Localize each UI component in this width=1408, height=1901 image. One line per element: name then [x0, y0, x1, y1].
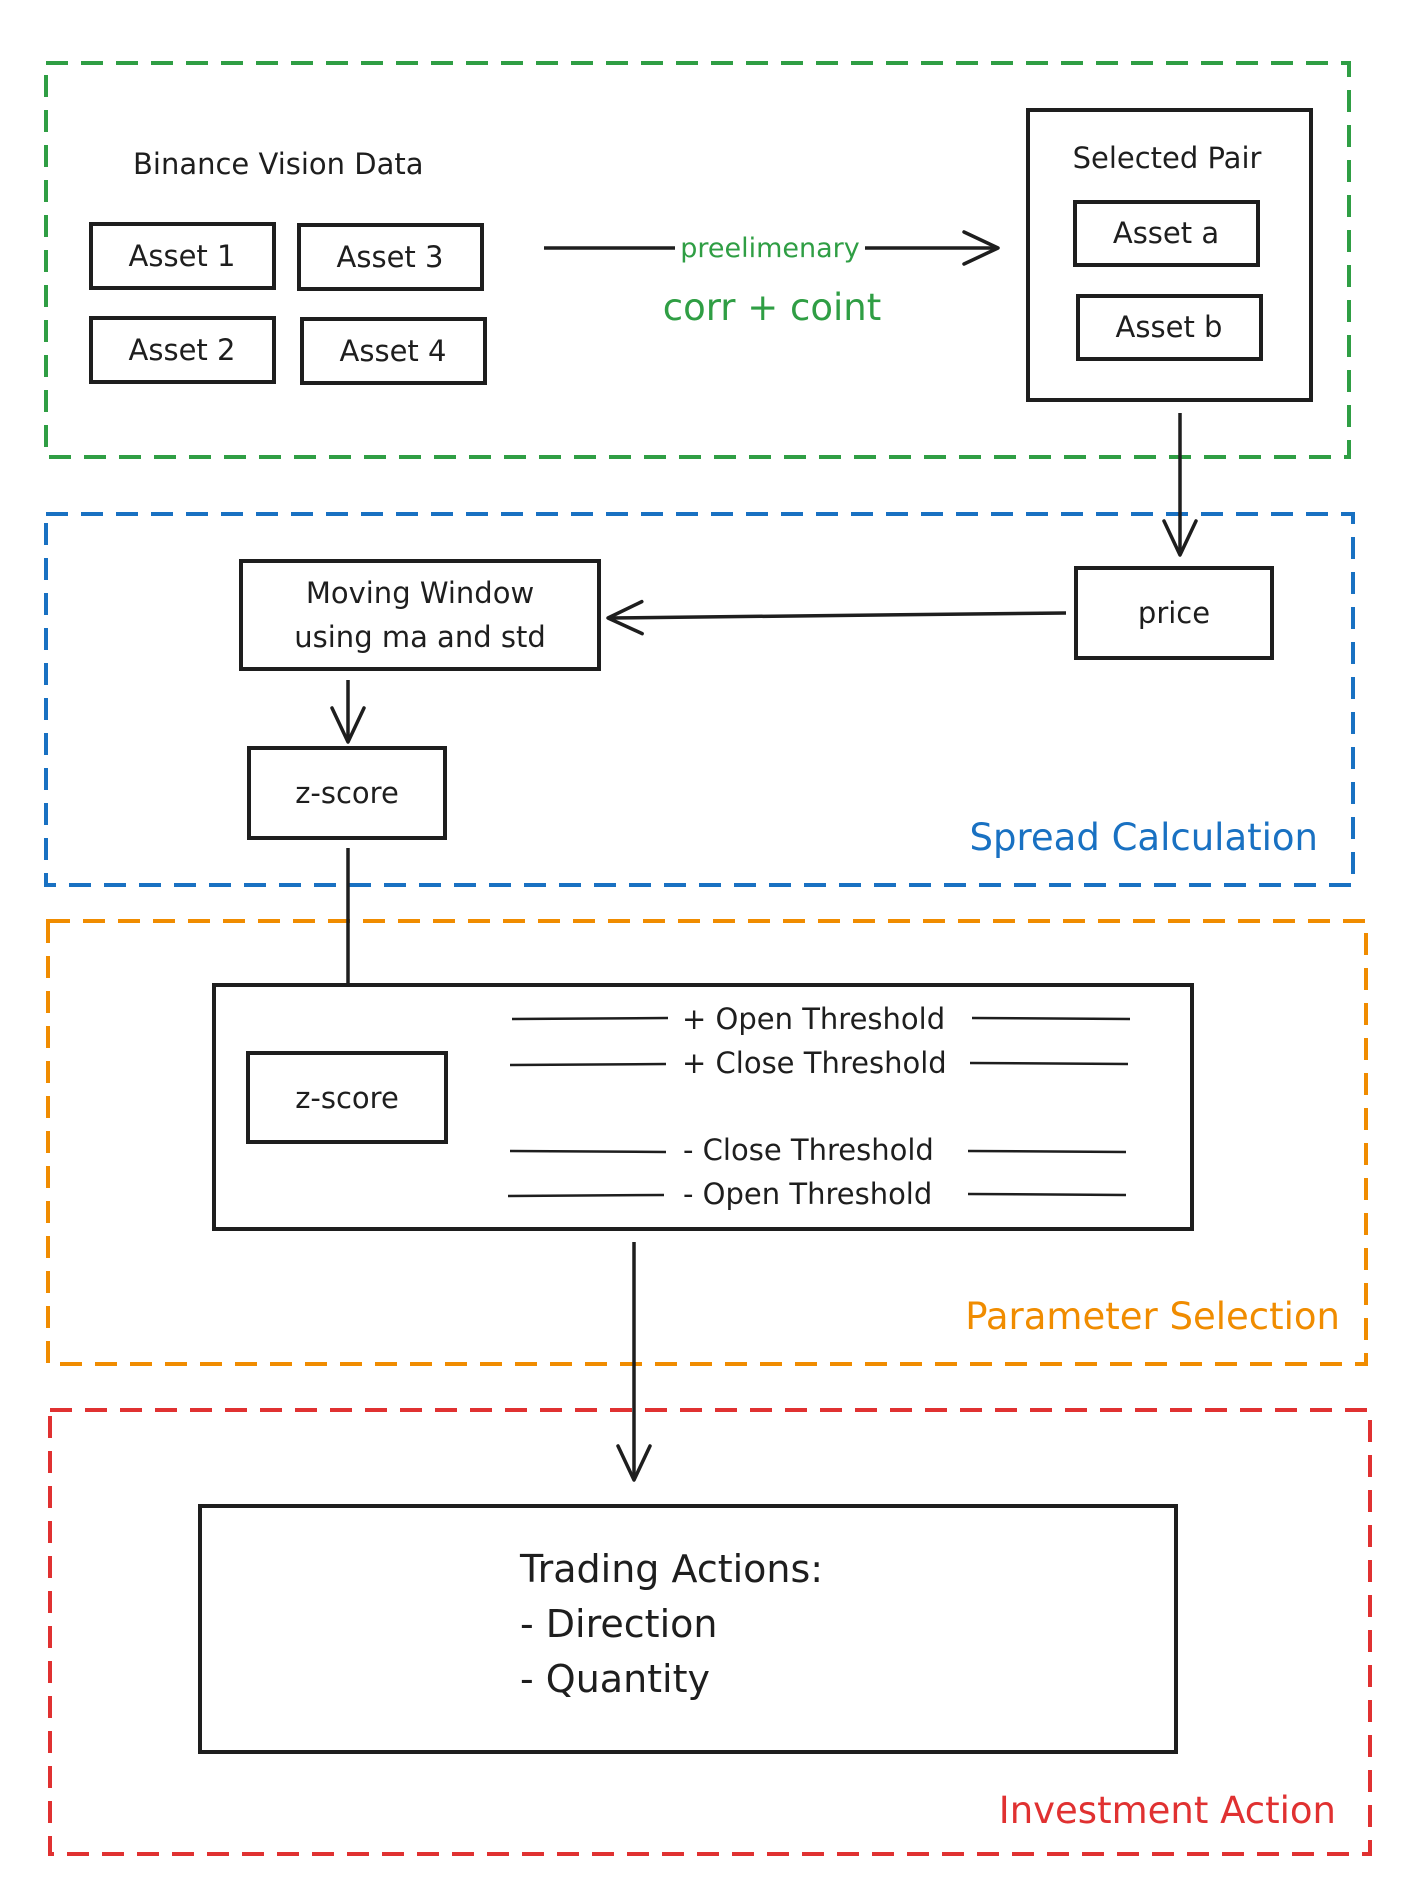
- asset-label: Asset 3: [337, 240, 444, 274]
- asset-box-1: Asset 1: [89, 222, 276, 290]
- threshold-minus-open: - Open Threshold: [507, 1177, 1127, 1211]
- selected-asset-a: Asset a: [1113, 216, 1219, 250]
- zscore-label: z-score: [295, 776, 399, 810]
- selected-pair-box: Selected Pair Asset a Asset b: [1026, 108, 1313, 402]
- moving-window-line-1: Moving Window: [306, 576, 534, 610]
- zscore-box-parameter: z-score: [246, 1051, 448, 1144]
- threshold-label: - Open Threshold: [683, 1177, 932, 1211]
- asset-label: Asset 2: [129, 333, 236, 367]
- investment-section-frame: [48, 1408, 1372, 1856]
- threshold-label: + Close Threshold: [682, 1046, 947, 1080]
- parameter-section-title: Parameter Selection: [965, 1295, 1340, 1338]
- zscore-box-spread: z-score: [247, 746, 447, 840]
- asset-box-4: Asset 4: [300, 317, 487, 385]
- threshold-label: + Open Threshold: [682, 1002, 945, 1036]
- asset-box-3: Asset 3: [297, 223, 484, 291]
- trading-action-direction: - Direction: [520, 1602, 717, 1646]
- threshold-minus-close: - Close Threshold: [509, 1133, 1127, 1167]
- spread-section-title: Spread Calculation: [970, 816, 1318, 859]
- selected-pair-title: Selected Pair: [1073, 141, 1262, 175]
- asset-box-2: Asset 2: [89, 316, 276, 384]
- threshold-plus-close: + Close Threshold: [509, 1046, 1129, 1080]
- edge-label-background: [675, 228, 865, 268]
- price-box: price: [1074, 566, 1274, 660]
- trading-action-quantity: - Quantity: [520, 1657, 710, 1701]
- zscore-label: z-score: [295, 1081, 399, 1115]
- investment-section-title: Investment Action: [999, 1789, 1336, 1832]
- moving-window-box: Moving Window using ma and std: [239, 559, 601, 671]
- asset-label: Asset 1: [129, 239, 236, 273]
- trading-actions-title: Trading Actions:: [519, 1547, 823, 1591]
- threshold-plus-open: + Open Threshold: [511, 1002, 1131, 1036]
- parameter-section-frame: [46, 919, 1368, 1366]
- selected-asset-b: Asset b: [1116, 310, 1223, 344]
- trading-actions-box: Trading Actions: - Direction - Quantity: [198, 1504, 1178, 1754]
- data-section-frame: [44, 61, 1351, 459]
- price-to-window-arrow: [606, 599, 1067, 636]
- asset-label: Asset 4: [340, 334, 447, 368]
- spread-section-frame: [44, 512, 1355, 887]
- threshold-label: - Close Threshold: [683, 1133, 934, 1167]
- data-source-label: Binance Vision Data: [133, 147, 424, 181]
- price-label: price: [1138, 596, 1210, 630]
- edge-label: preelimenary: [680, 233, 860, 264]
- edge-sublabel: corr + coint: [663, 286, 882, 329]
- moving-window-line-2: using ma and std: [294, 620, 545, 654]
